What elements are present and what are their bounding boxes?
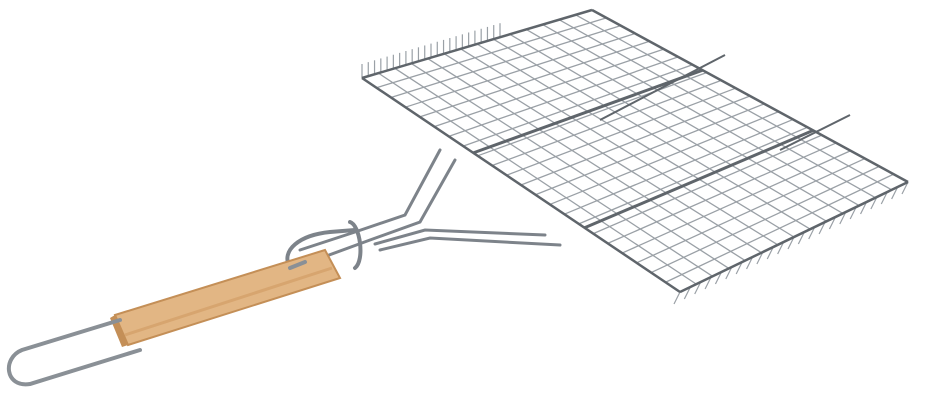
mesh-wire xyxy=(491,79,722,167)
mesh-wire xyxy=(578,126,808,225)
mesh-wire xyxy=(506,87,736,176)
mesh-side-wire xyxy=(673,291,681,305)
wire-hanging-loop xyxy=(6,260,307,387)
mesh-side-wire xyxy=(797,231,805,245)
mesh-side-wire xyxy=(901,181,909,195)
mesh-wire xyxy=(621,150,851,254)
mesh-wire xyxy=(520,95,751,186)
latch-wire xyxy=(779,114,851,151)
mesh-wire xyxy=(419,40,650,118)
mesh-wire xyxy=(477,71,708,157)
frame-rail xyxy=(472,68,704,155)
wire-handle-frame xyxy=(285,148,562,270)
mesh-wire xyxy=(665,173,894,283)
mesh-side-wire xyxy=(891,186,899,200)
mesh-side-wire xyxy=(704,276,712,290)
mesh-side-wire xyxy=(777,241,785,255)
mesh-side-wire xyxy=(746,256,754,270)
frame-rail xyxy=(584,129,814,230)
mesh-side-wire xyxy=(849,206,857,220)
mesh-wire xyxy=(376,17,607,89)
frame-rail xyxy=(679,180,909,294)
mesh-side-wire xyxy=(725,266,733,280)
mesh-wire xyxy=(448,56,679,137)
mesh-wire xyxy=(593,134,823,235)
frame-rail xyxy=(591,8,909,184)
mesh-side-wire xyxy=(870,196,878,210)
mesh-side-wire xyxy=(839,211,847,225)
mesh-side-wire xyxy=(828,216,836,230)
mesh-wire xyxy=(462,64,693,147)
latch-wire xyxy=(599,54,726,121)
mesh-side-wire xyxy=(766,246,774,260)
mesh-side-wire xyxy=(683,286,691,300)
mesh-wire xyxy=(564,118,794,215)
mesh-wire xyxy=(607,142,837,244)
mesh-side-wire xyxy=(818,221,826,235)
mesh-wire xyxy=(405,32,636,108)
mesh-wire xyxy=(636,157,866,264)
mesh-side-wire xyxy=(808,226,816,240)
mesh-side-wire xyxy=(714,271,722,285)
mesh-side-wire xyxy=(735,261,743,275)
mesh-side-wire xyxy=(880,191,888,205)
mesh-wire xyxy=(434,48,665,128)
wire-mesh-basket xyxy=(361,8,909,305)
frame-rail xyxy=(361,76,681,294)
mesh-side-wire xyxy=(756,251,764,265)
wooden-handle xyxy=(110,248,342,347)
mesh-wire xyxy=(535,103,765,196)
mesh-wire xyxy=(549,111,779,206)
mesh-side-wire xyxy=(787,236,795,250)
mesh-wire xyxy=(390,25,621,99)
mesh-wire xyxy=(650,165,880,274)
mesh-side-wire xyxy=(694,281,702,295)
mesh-side-wire xyxy=(860,201,868,215)
frame-rail xyxy=(361,8,593,80)
